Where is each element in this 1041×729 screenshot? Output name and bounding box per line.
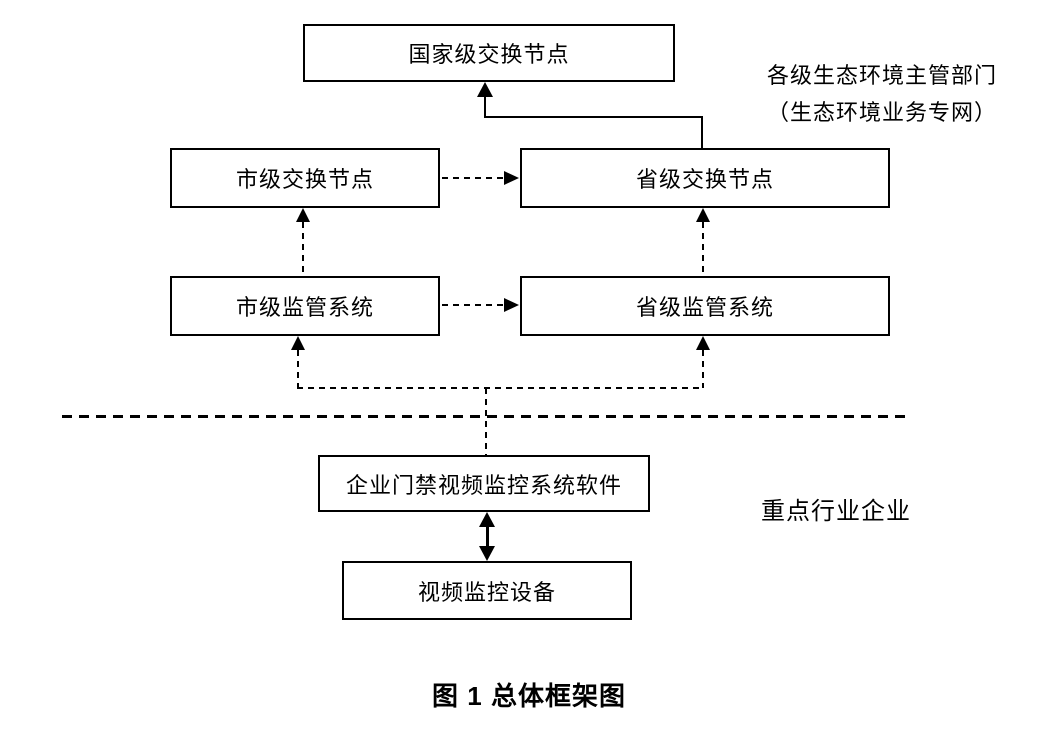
node-national-exchange: 国家级交换节点 bbox=[303, 24, 675, 82]
edge-enterprise-to-citysup-line-v bbox=[297, 350, 299, 388]
edge-province-to-national-segment-h bbox=[485, 116, 703, 118]
edge-enterprise-device-shaft bbox=[486, 525, 489, 547]
node-video-device: 视频监控设备 bbox=[342, 561, 632, 620]
arrowhead-up-into-city-supervision bbox=[291, 336, 305, 350]
edge-province-to-national-segment-v1 bbox=[701, 117, 703, 148]
edge-provsup-to-provex-line bbox=[702, 222, 704, 276]
edge-province-to-national-segment-v2 bbox=[484, 95, 486, 118]
edge-enterprise-junction-line-h bbox=[297, 387, 704, 389]
gov-zone-label-line2: （生态环境业务专网） bbox=[766, 100, 997, 125]
node-city-exchange: 市级交换节点 bbox=[170, 148, 440, 208]
node-enterprise-software: 企业门禁视频监控系统软件 bbox=[318, 455, 650, 512]
arrowhead-up-into-enterprise-software bbox=[479, 512, 495, 527]
edge-enterprise-to-provsup-line-v bbox=[702, 350, 704, 388]
arrowhead-up-into-province-supervision bbox=[696, 336, 710, 350]
arrowhead-up-into-province-exchange bbox=[696, 208, 710, 222]
gov-zone-label: 各级生态环境主管部门 （生态环境业务专网） bbox=[726, 57, 1038, 131]
node-province-exchange: 省级交换节点 bbox=[520, 148, 890, 208]
zone-divider-dashed-line bbox=[62, 415, 910, 418]
arrowhead-up-into-city-exchange bbox=[296, 208, 310, 222]
node-city-supervision: 市级监管系统 bbox=[170, 276, 440, 336]
edge-enterprise-junction-line-v bbox=[485, 388, 487, 455]
edge-citysup-to-cityex-line bbox=[302, 222, 304, 276]
arrowhead-right-into-province-supervision bbox=[504, 298, 519, 312]
arrowhead-down-into-video-device bbox=[479, 546, 495, 561]
figure-caption: 图 1 总体框架图 bbox=[432, 681, 626, 711]
edge-citysup-to-provsup-line bbox=[442, 304, 504, 306]
arrowhead-up-into-national bbox=[477, 82, 493, 97]
node-province-supervision: 省级监管系统 bbox=[520, 276, 890, 336]
enterprise-zone-label: 重点行业企业 bbox=[761, 499, 911, 525]
edge-cityex-to-provex-line bbox=[442, 177, 504, 179]
gov-zone-label-line1: 各级生态环境主管部门 bbox=[766, 63, 997, 88]
arrowhead-right-into-province-exchange bbox=[504, 171, 519, 185]
